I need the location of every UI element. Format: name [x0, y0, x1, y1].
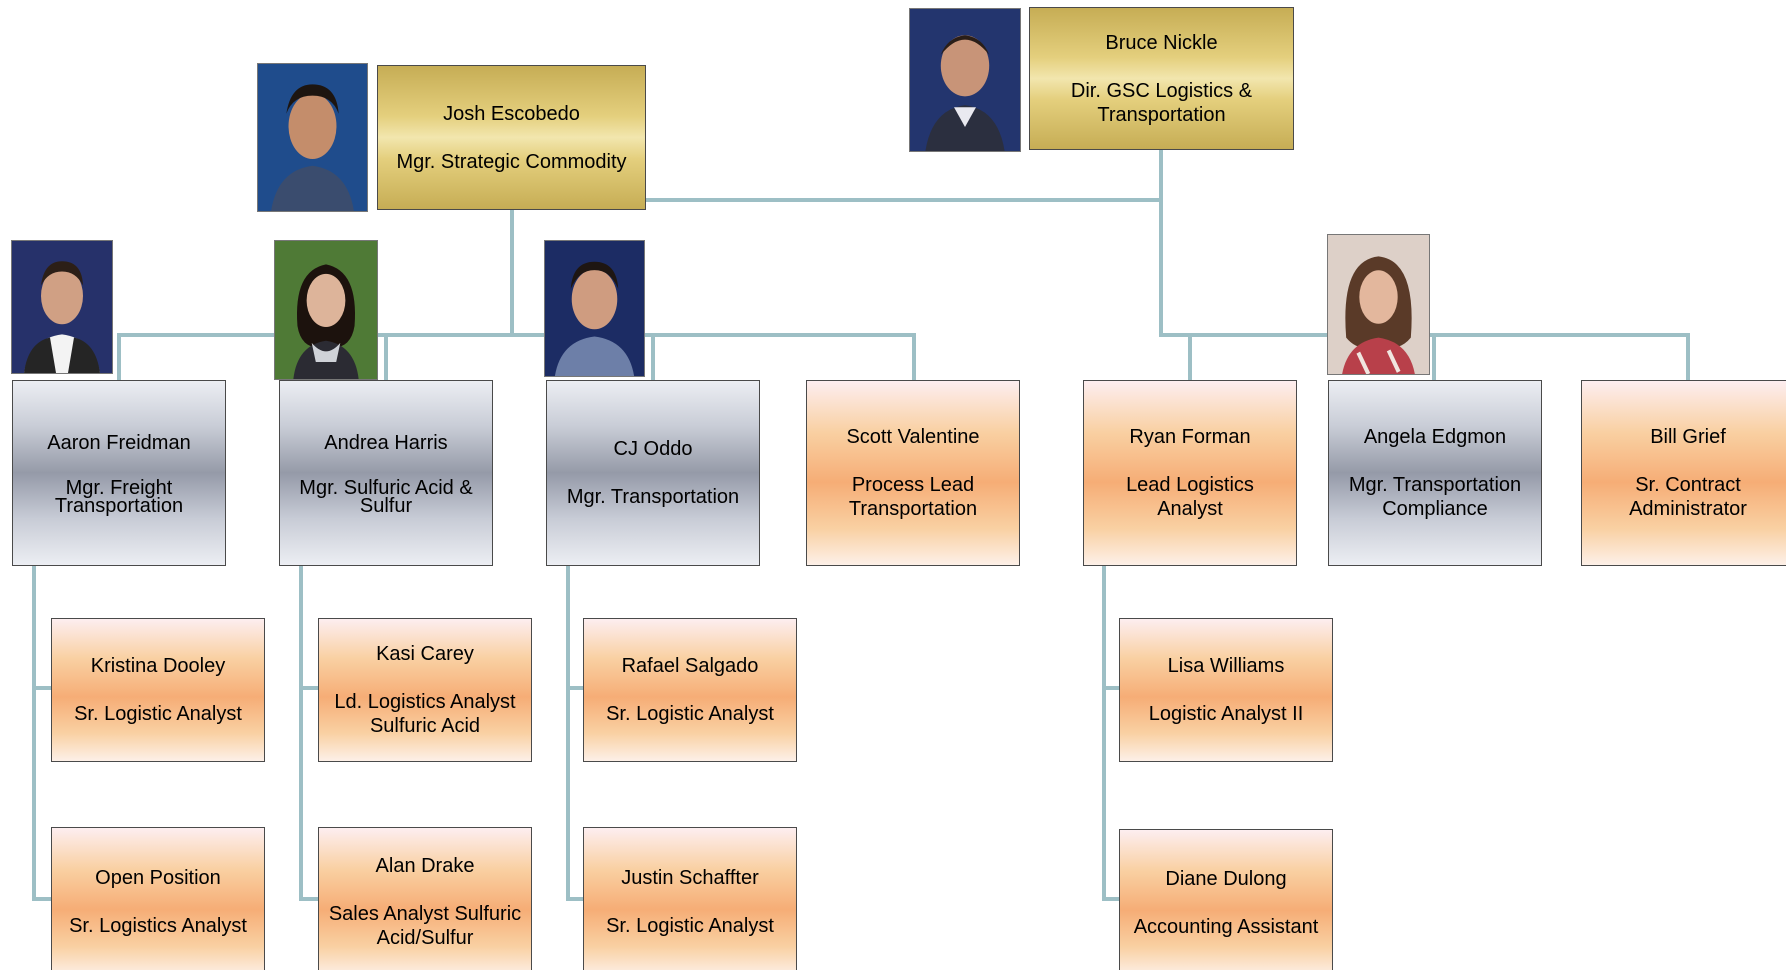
org-box-justin-schaffter: Justin Schaffter Sr. Logistic Analyst	[583, 827, 797, 970]
connector-line	[510, 198, 1163, 202]
connector-line	[117, 333, 121, 380]
person-title: Dir. GSC Logistics & Transportation	[1070, 79, 1253, 126]
connector-line	[299, 686, 318, 690]
person-name: Josh Escobedo	[443, 102, 580, 125]
avatar-angela-edgmon	[1327, 234, 1430, 375]
person-name: Angela Edgmon	[1363, 426, 1507, 448]
avatar-josh-escobedo	[257, 63, 368, 212]
person-title: Sr. Logistic Analyst	[606, 915, 774, 937]
person-name: Aaron Freidman	[47, 432, 191, 454]
avatar-cj-oddo	[544, 240, 645, 377]
org-box-kristina-dooley: Kristina Dooley Sr. Logistic Analyst	[51, 618, 265, 762]
connector-line	[912, 333, 916, 380]
connector-line	[117, 333, 916, 337]
person-name: Justin Schaffter	[621, 867, 759, 889]
person-name: Bill Grief	[1650, 426, 1726, 448]
connector-line	[510, 209, 514, 337]
org-box-cj-oddo: CJ Oddo Mgr. Transportation	[546, 380, 760, 566]
org-box-ryan-forman: Ryan Forman Lead Logistics Analyst	[1083, 380, 1297, 566]
org-box-scott-valentine: Scott Valentine Process Lead Transportat…	[806, 380, 1020, 566]
connector-line	[299, 897, 318, 901]
connector-line	[566, 897, 583, 901]
person-name: Open Position	[95, 867, 221, 889]
avatar-aaron-freidman	[11, 240, 113, 374]
person-title: Sr. Logistic Analyst	[606, 703, 774, 725]
connector-line	[1102, 897, 1119, 901]
org-box-diane-dulong: Diane Dulong Accounting Assistant	[1119, 829, 1333, 970]
org-box-bruce-nickle: Bruce Nickle Dir. GSC Logistics & Transp…	[1029, 7, 1294, 150]
org-box-lisa-williams: Lisa Williams Logistic Analyst II	[1119, 618, 1333, 762]
connector-line	[32, 897, 51, 901]
person-name: Bruce Nickle	[1105, 31, 1218, 54]
connector-line	[1686, 333, 1690, 380]
person-title: Logistic Analyst II	[1148, 703, 1304, 725]
connector-line	[1102, 686, 1119, 690]
org-box-kasi-carey: Kasi Carey Ld. Logistics Analyst Sulfuri…	[318, 618, 532, 762]
person-name: Diane Dulong	[1165, 868, 1287, 890]
person-title: Sr. Contract Administrator	[1629, 474, 1747, 520]
person-name: Ryan Forman	[1129, 426, 1251, 448]
person-title: Sr. Logistic Analyst	[74, 703, 242, 725]
person-title: Ld. Logistics Analyst Sulfuric Acid	[334, 691, 516, 737]
person-name: CJ Oddo	[613, 438, 693, 460]
person-title: Process Lead Transportation	[848, 474, 978, 520]
org-box-josh-escobedo: Josh Escobedo Mgr. Strategic Commodity	[377, 65, 646, 210]
connector-line	[566, 686, 583, 690]
connector-line	[32, 686, 51, 690]
person-title: Sr. Logistics Analyst	[69, 915, 247, 937]
person-title: Mgr. Freight Transportation	[54, 477, 184, 517]
person-title: Lead Logistics Analyst	[1126, 474, 1254, 520]
person-name: Kristina Dooley	[90, 655, 226, 677]
org-box-open-position: Open Position Sr. Logistics Analyst	[51, 827, 265, 970]
person-title: Mgr. Sulfuric Acid & Sulfur	[299, 477, 473, 517]
connector-line	[1102, 565, 1106, 901]
person-title: Mgr. Strategic Commodity	[396, 150, 627, 173]
connector-line	[566, 565, 570, 901]
connector-line	[384, 333, 388, 380]
org-box-bill-grief: Bill Grief Sr. Contract Administrator	[1581, 380, 1786, 566]
connector-line	[1159, 150, 1163, 337]
person-name: Rafael Salgado	[621, 655, 759, 677]
person-title: Mgr. Transportation	[566, 486, 740, 508]
person-title: Accounting Assistant	[1133, 916, 1319, 938]
person-title: Sales Analyst Sulfuric Acid/Sulfur	[328, 903, 522, 949]
connector-line	[651, 333, 655, 380]
avatar-andrea-harris	[274, 240, 378, 380]
org-box-rafael-salgado: Rafael Salgado Sr. Logistic Analyst	[583, 618, 797, 762]
avatar-bruce-nickle	[909, 8, 1021, 152]
org-box-aaron-freidman: Aaron Freidman Mgr. Freight Transportati…	[12, 380, 226, 566]
person-name: Kasi Carey	[376, 643, 474, 665]
connector-line	[32, 565, 36, 901]
person-title: Mgr. Transportation Compliance	[1348, 474, 1522, 520]
connector-line	[1432, 333, 1436, 380]
org-box-andrea-harris: Andrea Harris Mgr. Sulfuric Acid & Sulfu…	[279, 380, 493, 566]
connector-line	[1188, 333, 1192, 380]
person-name: Scott Valentine	[846, 426, 980, 448]
person-name: Alan Drake	[375, 855, 475, 877]
org-box-alan-drake: Alan Drake Sales Analyst Sulfuric Acid/S…	[318, 827, 532, 970]
person-name: Andrea Harris	[324, 432, 448, 454]
person-name: Lisa Williams	[1167, 655, 1285, 677]
org-box-angela-edgmon: Angela Edgmon Mgr. Transportation Compli…	[1328, 380, 1542, 566]
connector-line	[299, 565, 303, 901]
